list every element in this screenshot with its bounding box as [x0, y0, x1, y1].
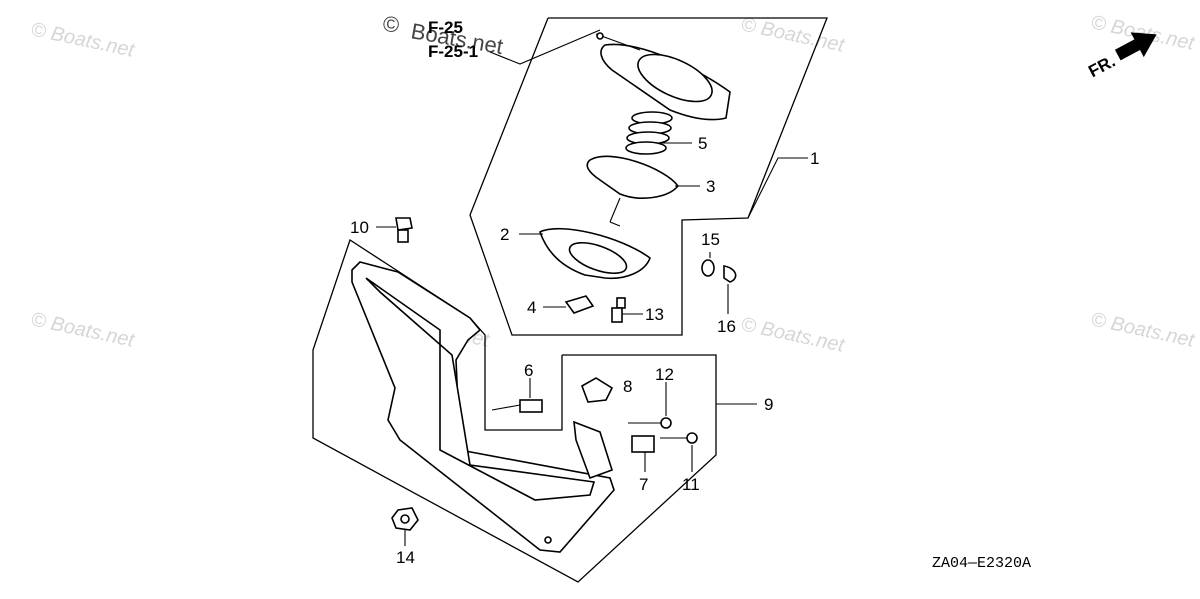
spring-7-part — [631, 435, 655, 453]
assembly-group-outline — [469, 17, 828, 336]
callout-16: 16 — [717, 317, 736, 336]
washer-part — [701, 259, 715, 277]
reference-label-f25-1: F-25-1 — [428, 42, 478, 61]
arrow-icon — [1114, 32, 1157, 61]
callout-10: 10 — [350, 218, 369, 237]
reference-leader — [489, 29, 601, 65]
watermark-copyright-symbol: © — [383, 12, 399, 37]
callout-1: 1 — [810, 149, 819, 168]
bolt-part — [395, 217, 413, 243]
top-cover-part — [595, 32, 731, 121]
watermark: © Boats.net — [739, 13, 847, 57]
callout-15: 15 — [701, 230, 720, 249]
diagram-code: ZA04—E2320A — [932, 555, 1031, 572]
reference-label-f25: F-25 — [428, 18, 463, 37]
callout-6: 6 — [524, 361, 533, 380]
callout-14: 14 — [396, 548, 415, 567]
bolt-11-part — [660, 432, 698, 444]
return-spring-part — [491, 399, 543, 413]
watermark: © Boats.net — [739, 313, 847, 357]
callout-9: 9 — [764, 395, 773, 414]
bracket-group-outline — [312, 238, 717, 583]
callout-4: 4 — [527, 298, 536, 317]
watermark: © Boats.net — [1089, 308, 1197, 352]
bracket-part — [351, 261, 615, 553]
watermark: © Boats.net — [29, 18, 137, 62]
front-label: FR. — [1085, 52, 1118, 82]
plate-part — [581, 377, 614, 403]
callout-11: 11 — [682, 475, 700, 494]
spring-part — [625, 111, 673, 155]
watermark: © Boats.net — [29, 308, 137, 352]
diaphragm-part — [586, 155, 680, 227]
screw-part — [611, 297, 626, 323]
callout-12: 12 — [655, 365, 674, 384]
callout-7: 7 — [639, 475, 648, 494]
clip-part — [723, 265, 737, 283]
callout-8: 8 — [623, 377, 632, 396]
lower-cover-part — [539, 227, 651, 280]
cap-part — [564, 295, 595, 314]
bolt-12-part — [628, 417, 672, 429]
callout-5: 5 — [698, 134, 707, 153]
nut-part — [391, 507, 419, 531]
callout-13: 13 — [645, 305, 664, 324]
callout-2: 2 — [500, 225, 509, 244]
leader-lines — [376, 142, 808, 546]
callout-3: 3 — [706, 177, 715, 196]
